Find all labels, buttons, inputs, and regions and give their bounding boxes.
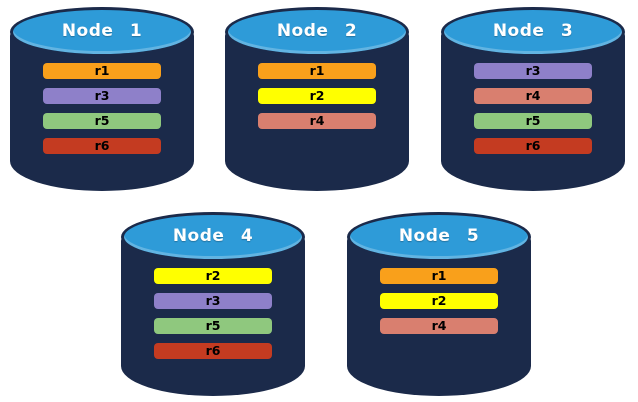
cylinder-body [225, 32, 409, 191]
cylinder-body [10, 32, 194, 191]
replica-bar: r6 [474, 138, 592, 154]
replica-bar: r1 [258, 63, 376, 79]
node-title: Node 5 [398, 226, 480, 246]
node-4-cylinder: Node 4 r2 r3 r5 r6 [121, 212, 305, 396]
node-1-cylinder: Node 1 r1 r3 r5 r6 [10, 7, 194, 191]
replica-bar-list: r1 r3 r5 r6 [10, 7, 194, 191]
cylinder-top-ellipse: Node 4 [121, 212, 305, 262]
replica-bar: r2 [380, 293, 498, 309]
cylinder-top-ellipse: Node 2 [225, 7, 409, 57]
replica-bar: r4 [380, 318, 498, 334]
replica-bar-list: r2 r3 r5 r6 [121, 212, 305, 396]
cylinder-top-ellipse: Node 3 [441, 7, 625, 57]
replica-bar: r5 [474, 113, 592, 129]
replica-bar: r3 [43, 88, 161, 104]
node-title: Node 4 [172, 226, 254, 246]
replica-bar-list: r1 r2 r4 [225, 7, 409, 191]
node-5-cylinder: Node 5 r1 r2 r4 [347, 212, 531, 396]
node-2-cylinder: Node 2 r1 r2 r4 [225, 7, 409, 191]
cylinder-body [121, 237, 305, 396]
replica-bar: r3 [154, 293, 272, 309]
replica-bar: r2 [154, 268, 272, 284]
replica-bar: r4 [474, 88, 592, 104]
cylinder-top-ellipse: Node 5 [347, 212, 531, 262]
node-title: Node 2 [276, 21, 358, 41]
node-3-cylinder: Node 3 r3 r4 r5 r6 [441, 7, 625, 191]
replica-bar: r3 [474, 63, 592, 79]
replica-bar-list: r3 r4 r5 r6 [441, 7, 625, 191]
cylinder-top-ellipse: Node 1 [10, 7, 194, 57]
replica-bar: r4 [258, 113, 376, 129]
replica-bar: r1 [43, 63, 161, 79]
node-title: Node 1 [61, 21, 143, 41]
replica-bar: r1 [380, 268, 498, 284]
replica-bar: r6 [43, 138, 161, 154]
replica-bar: r6 [154, 343, 272, 359]
replica-bar: r2 [258, 88, 376, 104]
node-title: Node 3 [492, 21, 574, 41]
replica-bar-list: r1 r2 r4 [347, 212, 531, 396]
replica-bar: r5 [43, 113, 161, 129]
cylinder-body [347, 237, 531, 396]
cylinder-body [441, 32, 625, 191]
replica-bar: r5 [154, 318, 272, 334]
